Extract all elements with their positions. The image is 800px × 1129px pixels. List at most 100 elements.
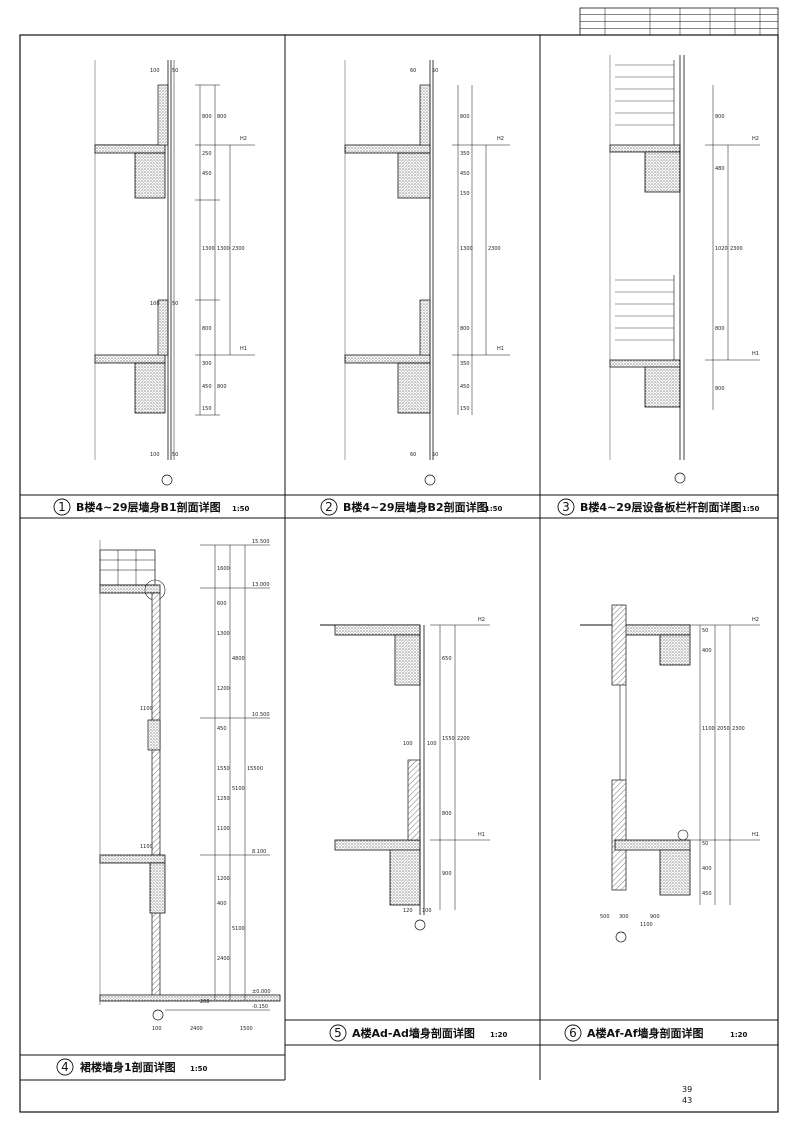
dim-p3-r3: 800: [715, 326, 725, 332]
title-block: [579, 7, 779, 36]
dim-p1-overall: 2300: [232, 246, 245, 252]
dim-p6-r0: 50: [702, 628, 708, 634]
detail-1-drawing: [94, 60, 255, 486]
dim-p4-r10: 2400: [217, 956, 230, 962]
elev-p4-0: 15.500: [252, 539, 270, 545]
dim-p6-r5: 450: [702, 891, 712, 897]
elev-p4-3: 8.100: [252, 849, 266, 855]
caption-2: 2 B楼4~29层墙身B2剖面详图 1:50: [320, 498, 503, 516]
level-p6-h2: H2: [752, 617, 759, 623]
dim-p4-r0: 1600: [217, 566, 230, 572]
dim-p5-r1: 1550: [442, 736, 455, 742]
dim-p3-r2: 1020: [715, 246, 728, 252]
dim-p1-r3: 1300: [202, 246, 215, 252]
dim-p5-r0: 650: [442, 656, 452, 662]
dim-p1-r5: 300: [202, 361, 212, 367]
dim-p5-b0: 120: [403, 908, 413, 914]
detail-scale-3: 1:50: [742, 505, 760, 513]
detail-scale-5: 1:20: [490, 1031, 508, 1039]
dim-p2-r3: 150: [460, 191, 470, 197]
detail-title-1: B楼4~29层墙身B1剖面详图: [76, 500, 221, 514]
level-p1-h2: H2: [240, 136, 247, 142]
sheet-border: [19, 34, 779, 1113]
dim-p5-r2: 800: [442, 811, 452, 817]
dim-p1-top-a: 100: [150, 68, 160, 74]
dim-p6-r1: 400: [702, 648, 712, 654]
dim-p5-s1: 100: [427, 741, 437, 747]
dim-p5-s0: 100: [403, 741, 413, 747]
page-number: 39: [682, 1085, 692, 1094]
detail-2-drawing: [344, 60, 510, 486]
dim-p2-bot-b: 50: [432, 452, 438, 458]
dim-p1-t1: 1300: [217, 246, 230, 252]
dim-p1-bot-b: 50: [172, 452, 178, 458]
detail-number-circle-5: [329, 1024, 347, 1042]
level-p2-h2: H2: [497, 136, 504, 142]
dim-p2-r7: 450: [460, 384, 470, 390]
dim-p3-overall: 2300: [730, 246, 743, 252]
dim-p4-b2: 1500: [240, 1026, 253, 1032]
caption-4: 4 裙楼墙身1剖面详图 1:50: [56, 1058, 208, 1076]
dim-p4-t0: 4800: [232, 656, 245, 662]
detail-title-3: B楼4~29层设备板栏杆剖面详图: [580, 500, 742, 514]
detail-number-5: 5: [334, 1026, 342, 1040]
dim-p4-r1: 600: [217, 601, 227, 607]
dim-p4-t1: 5100: [232, 786, 245, 792]
dim-p1-r2: 450: [202, 171, 212, 177]
dim-p1-mid-a: 100: [150, 301, 160, 307]
dim-p6-overall: 2300: [732, 726, 745, 732]
dim-p2-top-a: 60: [410, 68, 416, 74]
dim-p1-bot-a: 100: [150, 452, 160, 458]
caption-6: 6 A楼Af-Af墙身剖面详图 1:20: [564, 1024, 748, 1042]
dim-p2-r4: 1300: [460, 246, 473, 252]
detail-number-6: 6: [569, 1026, 577, 1040]
dim-p4-b1: 2400: [190, 1026, 203, 1032]
dim-p2-r2: 450: [460, 171, 470, 177]
detail-number-circle-1: [53, 498, 71, 516]
dim-p1-top-b: 50: [172, 68, 178, 74]
detail-number-1: 1: [58, 500, 66, 514]
dim-p2-r6: 350: [460, 361, 470, 367]
elev-p4-4: ±0.000: [252, 989, 271, 995]
level-p3-h2: H2: [752, 136, 759, 142]
dim-p4-r6: 1250: [217, 796, 230, 802]
dim-p4-t2: 5100: [232, 926, 245, 932]
level-p5-h1: H1: [478, 832, 485, 838]
dim-p6-b0: 500: [600, 914, 610, 920]
dim-p1-r1: 250: [202, 151, 212, 157]
caption-1: 1 B楼4~29层墙身B1剖面详图 1:50: [53, 498, 250, 516]
dim-p4-r8: 1200: [217, 876, 230, 882]
detail-scale-4: 1:50: [190, 1065, 208, 1073]
dim-p6-b2: 1100: [640, 922, 653, 928]
dim-p2-overall: 2300: [488, 246, 501, 252]
dim-p4-r2: 1300: [217, 631, 230, 637]
dim-p2-r1: 350: [460, 151, 470, 157]
detail-3-drawing: [609, 55, 760, 484]
dim-p2-bot-a: 60: [410, 452, 416, 458]
elev-p4-1: 13.000: [252, 582, 270, 588]
dim-p6-mid: 2050: [717, 726, 730, 732]
elev-p4-5: -0.150: [252, 1004, 268, 1010]
dim-p6-b3: 900: [650, 914, 660, 920]
dim-p5-overall: 2200: [457, 736, 470, 742]
level-p6-h1: H1: [752, 832, 759, 838]
level-p5-h2: H2: [478, 617, 485, 623]
dim-p2-r5: 800: [460, 326, 470, 332]
caption-5: 5 A楼Ad-Ad墙身剖面详图 1:20: [329, 1024, 508, 1042]
dim-p1-r6: 450: [202, 384, 212, 390]
dim-p1-r7: 150: [202, 406, 212, 412]
dim-p3-r0: 800: [715, 114, 725, 120]
dim-p2-top-b: 50: [432, 68, 438, 74]
detail-title-6: A楼Af-Af墙身剖面详图: [587, 1026, 703, 1040]
dim-p5-b1: 100: [422, 908, 432, 914]
dim-p2-r8: 150: [460, 406, 470, 412]
detail-title-2: B楼4~29层墙身B2剖面详图: [343, 500, 488, 514]
caption-3: 3 B楼4~29层设备板栏杆剖面详图 1:50: [557, 498, 760, 516]
level-p3-h1: H1: [752, 351, 759, 357]
detail-number-circle-2: [320, 498, 338, 516]
dim-p4-s0: 1100: [140, 706, 153, 712]
detail-number-3: 3: [562, 500, 570, 514]
detail-6-drawing: [580, 604, 760, 943]
panel-grid: [20, 35, 778, 1081]
